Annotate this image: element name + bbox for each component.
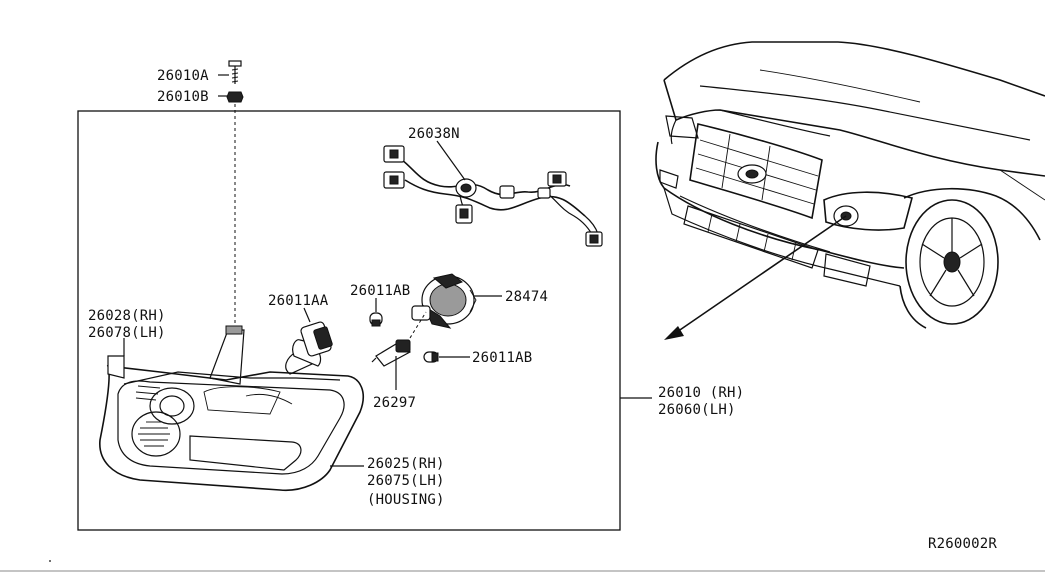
igniter-bulb-icon — [371, 339, 411, 367]
label-housing-lh: 26075(LH) — [367, 473, 445, 489]
location-arrow-head — [664, 326, 684, 340]
main-bulb-leader — [303, 307, 311, 323]
screw-icon — [228, 60, 242, 84]
label-bracket-rh: 26028(RH) — [88, 308, 166, 324]
wiring-harness-icon — [383, 145, 603, 247]
bulb-socket-icon — [411, 273, 477, 329]
label-screw: 26010A — [157, 68, 209, 84]
label-housing-caption: (HOUSING) — [367, 492, 445, 508]
label-igniter: 26297 — [373, 395, 416, 411]
label-assembly-rh: 26010 (RH) — [658, 385, 744, 401]
label-bracket-lh: 26078(LH) — [88, 325, 166, 341]
label-harness: 26038N — [408, 126, 460, 142]
main-bulb-icon — [285, 321, 333, 375]
stray-dot — [49, 560, 51, 562]
small-bulb-side-icon — [423, 351, 439, 363]
reference-code: R260002R — [928, 536, 997, 552]
socket-dashed-line — [409, 311, 427, 339]
vehicle-front-icon — [655, 41, 1045, 329]
label-assembly-lh: 26060(LH) — [658, 402, 736, 418]
label-socket: 28474 — [505, 289, 548, 305]
small-bulb-top-icon — [369, 312, 383, 327]
harness-leader — [436, 140, 466, 181]
label-nut: 26010B — [157, 89, 209, 105]
label-housing-rh: 26025(RH) — [367, 456, 445, 472]
nut-icon — [226, 91, 244, 103]
label-main-bulb: 26011AA — [268, 293, 329, 309]
assembly-frame — [77, 110, 621, 531]
headlamp-housing-icon — [99, 325, 364, 492]
location-arrow-line — [673, 215, 847, 335]
label-small-bulb-side: 26011AB — [472, 350, 532, 366]
label-small-bulb-top: 26011AB — [350, 283, 410, 299]
